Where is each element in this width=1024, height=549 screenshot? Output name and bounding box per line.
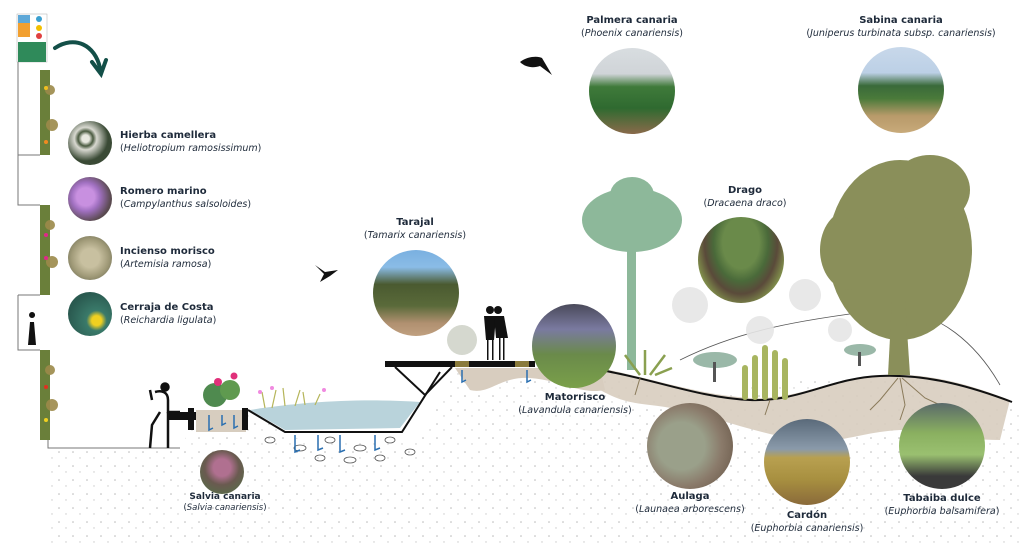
label-aulaga: Aulaga (Launaea arborescens) — [620, 491, 760, 515]
planter-plant — [203, 372, 240, 407]
common-name: Cardón — [786, 510, 828, 521]
scientific-name: (Euphorbia balsamifera) — [884, 505, 1000, 517]
common-name: Tabaiba dulce — [903, 493, 981, 504]
planter-box — [196, 410, 246, 432]
photo-aulaga — [647, 403, 733, 489]
label-sabina-canaria: Sabina canaria (Juniperus turbinata subs… — [796, 15, 1006, 39]
scientific-name: (Artemisia ramosa) — [120, 258, 212, 270]
label-drago: Drago (Dracaena draco) — [685, 185, 805, 209]
poster-thumbnail — [16, 13, 48, 63]
label-matorrisco: Matorrisco (Lavandula canariensis) — [505, 392, 645, 416]
common-name: Hierba camellera — [120, 130, 217, 141]
gravel — [264, 436, 416, 464]
person-silhouette-icon — [28, 312, 36, 345]
bird-icon — [315, 265, 338, 282]
common-name: Matorrisco — [544, 392, 606, 403]
palm-tree-illustration — [582, 177, 682, 370]
photo-cerraja-de-costa — [68, 292, 112, 336]
common-name: Aulaga — [670, 491, 710, 502]
deck-truss — [394, 366, 453, 397]
photo-cardon — [764, 419, 850, 505]
background-vegetation — [672, 279, 852, 344]
couple-silhouette-icon — [484, 306, 508, 360]
photo-tabaiba-dulce — [899, 403, 985, 489]
label-cerraja-de-costa: Cerraja de Costa (Reichardia ligulata) — [120, 302, 216, 326]
common-name: Tarajal — [396, 217, 434, 228]
scientific-name: (Dracaena draco) — [703, 197, 787, 209]
small-dragon-tree — [693, 344, 876, 382]
scientific-name: (Phoenix canariensis) — [581, 27, 683, 39]
pond-outline — [247, 371, 441, 433]
pond-grass — [261, 387, 321, 409]
photo-palmera-canaria — [589, 48, 675, 134]
scientific-name: (Launaea arborescens) — [635, 503, 745, 515]
common-name: Drago — [727, 185, 762, 196]
scientific-name: (Salvia canariensis) — [183, 503, 267, 514]
label-tabaiba-dulce: Tabaiba dulce (Euphorbia balsamifera) — [872, 493, 1012, 517]
green-wall-segment-3 — [40, 350, 50, 440]
photo-matorrisco — [532, 304, 616, 388]
photo-romero-marino — [68, 177, 112, 221]
common-name: Salvia canaria — [189, 492, 261, 502]
agave-illustration — [624, 350, 673, 377]
green-wall-segment-2 — [40, 205, 50, 295]
photo-sabina-canaria — [858, 47, 944, 133]
photo-incienso-morisco — [68, 236, 112, 280]
label-incienso-morisco: Incienso morisco (Artemisia ramosa) — [120, 246, 215, 270]
label-palmera-canaria: Palmera canaria (Phoenix canariensis) — [572, 15, 692, 39]
scientific-name: (Reichardia ligulata) — [120, 314, 217, 326]
label-romero-marino: Romero marino (Campylanthus salsoloides) — [120, 186, 251, 210]
scientific-name: (Tamarix canariensis) — [363, 229, 467, 241]
common-name: Romero marino — [120, 186, 207, 197]
common-name: Cerraja de Costa — [120, 302, 214, 313]
common-name: Sabina canaria — [859, 15, 943, 26]
scientific-name: (Campylanthus salsoloides) — [120, 198, 252, 210]
label-hierba-camellera: Hierba camellera (Heliotropium ramosissi… — [120, 130, 261, 154]
photo-hierba-camellera — [68, 121, 112, 165]
label-salvia-canaria: Salvia canaria (Salvia canariensis) — [165, 492, 285, 514]
green-wall-segment-1 — [40, 70, 50, 155]
bench — [168, 412, 196, 420]
scientific-name: (Lavandula canariensis) — [518, 404, 632, 416]
terrain-line — [599, 369, 1013, 403]
infiltration-arrows — [208, 370, 532, 454]
curved-arrow-icon — [53, 40, 102, 70]
scientific-name: (Heliotropium ramosissimum) — [120, 142, 262, 154]
common-name: Incienso morisco — [120, 246, 215, 257]
common-name: Palmera canaria — [586, 15, 678, 26]
label-tarajal: Tarajal (Tamarix canariensis) — [355, 217, 475, 241]
cactus-illustration — [742, 345, 788, 400]
large-tree-illustration — [820, 155, 972, 375]
photo-salvia-canaria — [200, 450, 244, 494]
scientific-name: (Juniperus turbinata subsp. canariensis) — [806, 27, 996, 39]
photo-tarajal — [373, 250, 459, 336]
tree-roots — [634, 377, 941, 421]
bird-icon — [520, 56, 552, 75]
label-cardon: Cardón (Euphorbia canariensis) — [742, 510, 872, 534]
scientific-name: (Euphorbia canariensis) — [750, 522, 864, 534]
pond-water — [250, 400, 420, 430]
photo-drago — [698, 217, 784, 303]
